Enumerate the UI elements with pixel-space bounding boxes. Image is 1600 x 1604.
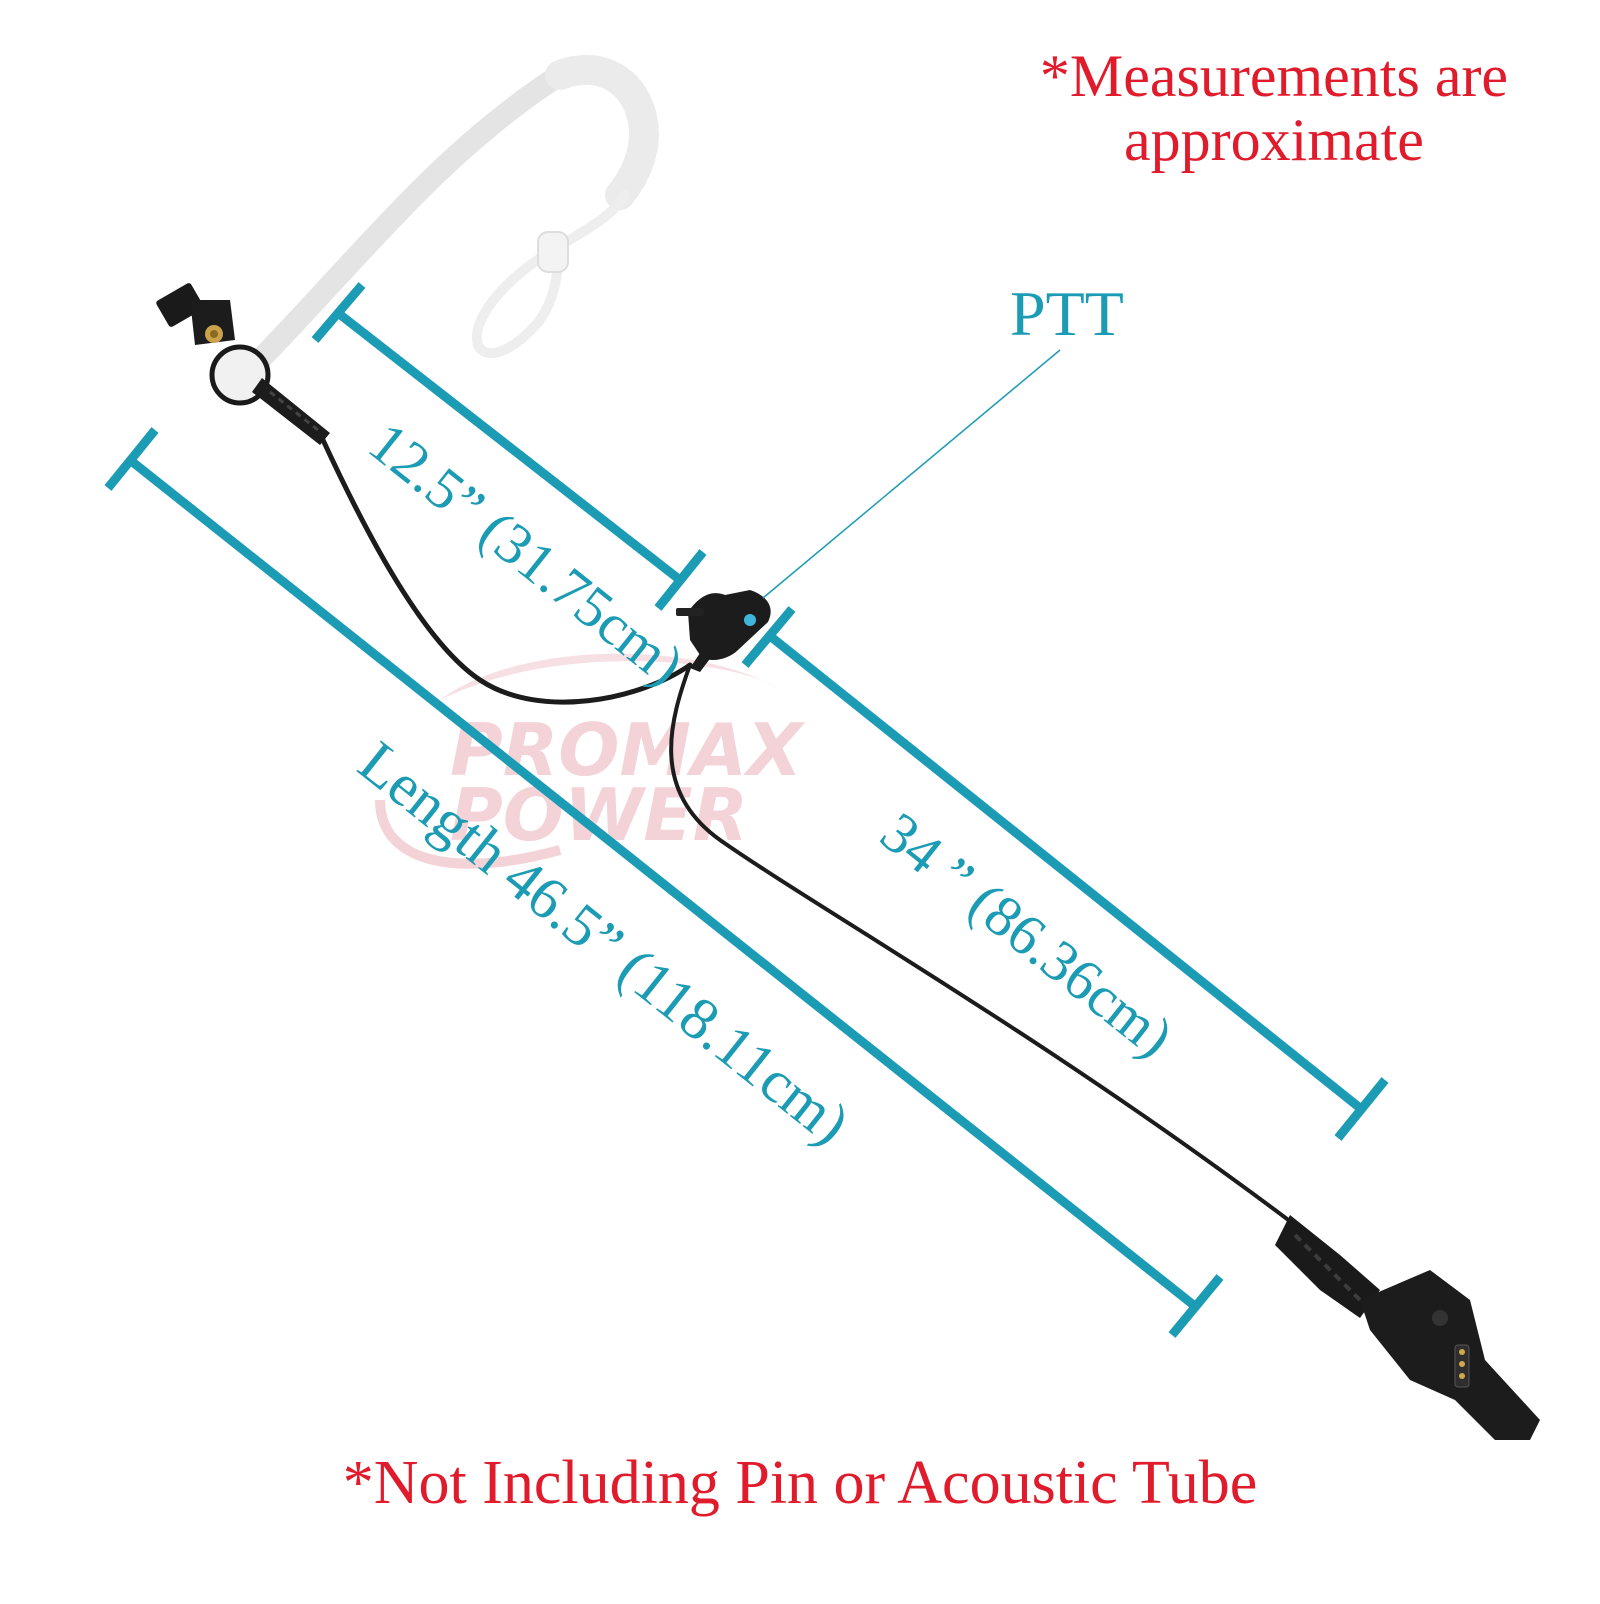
watermark-ring bbox=[375, 799, 562, 869]
dimension-total-tick-end bbox=[1168, 1274, 1224, 1338]
clip-body bbox=[190, 300, 235, 345]
cables bbox=[320, 437, 1297, 1227]
ptt-indicator bbox=[744, 614, 756, 626]
dimension-long-line bbox=[767, 632, 1363, 1112]
clip-top bbox=[156, 283, 204, 327]
watermark-swoosh bbox=[440, 653, 780, 700]
strain-relief-top bbox=[252, 378, 330, 445]
connector-plug bbox=[1360, 1270, 1540, 1440]
measurement-disclaimer: *Measurements are approximate bbox=[1039, 43, 1509, 173]
dimension-total-tick-start bbox=[104, 427, 159, 491]
upper-cable bbox=[320, 437, 693, 705]
tube-loop bbox=[471, 190, 630, 359]
ptt-body bbox=[688, 590, 771, 661]
dimension-short-tick-end bbox=[654, 549, 707, 611]
speaker-housing bbox=[209, 344, 271, 406]
dimension-short-tick-start bbox=[311, 282, 366, 343]
tube-coil bbox=[545, 55, 659, 210]
dimension-long-tick-end bbox=[1334, 1077, 1389, 1141]
exclusion-note: *Not Including Pin or Acoustic Tube bbox=[342, 1449, 1258, 1517]
tube-body bbox=[234, 64, 571, 386]
ptt-leader-line bbox=[762, 349, 1061, 599]
ptt-label: PTT bbox=[1010, 278, 1124, 349]
dimension-lines bbox=[104, 282, 1389, 1338]
ptt-clip bbox=[676, 608, 704, 616]
watermark: PROMAX POWER bbox=[375, 653, 806, 869]
watermark-line2: POWER bbox=[450, 773, 748, 857]
watermark-line1: PROMAX bbox=[450, 708, 806, 792]
earpiece-connector bbox=[156, 283, 330, 445]
acoustic-tube bbox=[234, 55, 659, 386]
lower-cable bbox=[669, 663, 1297, 1227]
radio-connector bbox=[1275, 1215, 1540, 1440]
connector-screw bbox=[1432, 1310, 1448, 1326]
dimension-total-line bbox=[127, 456, 1199, 1311]
ear-tip bbox=[537, 231, 569, 273]
dimension-long-tick-start bbox=[741, 606, 796, 668]
ptt-button bbox=[676, 590, 771, 672]
dimension-short-line bbox=[335, 309, 683, 584]
